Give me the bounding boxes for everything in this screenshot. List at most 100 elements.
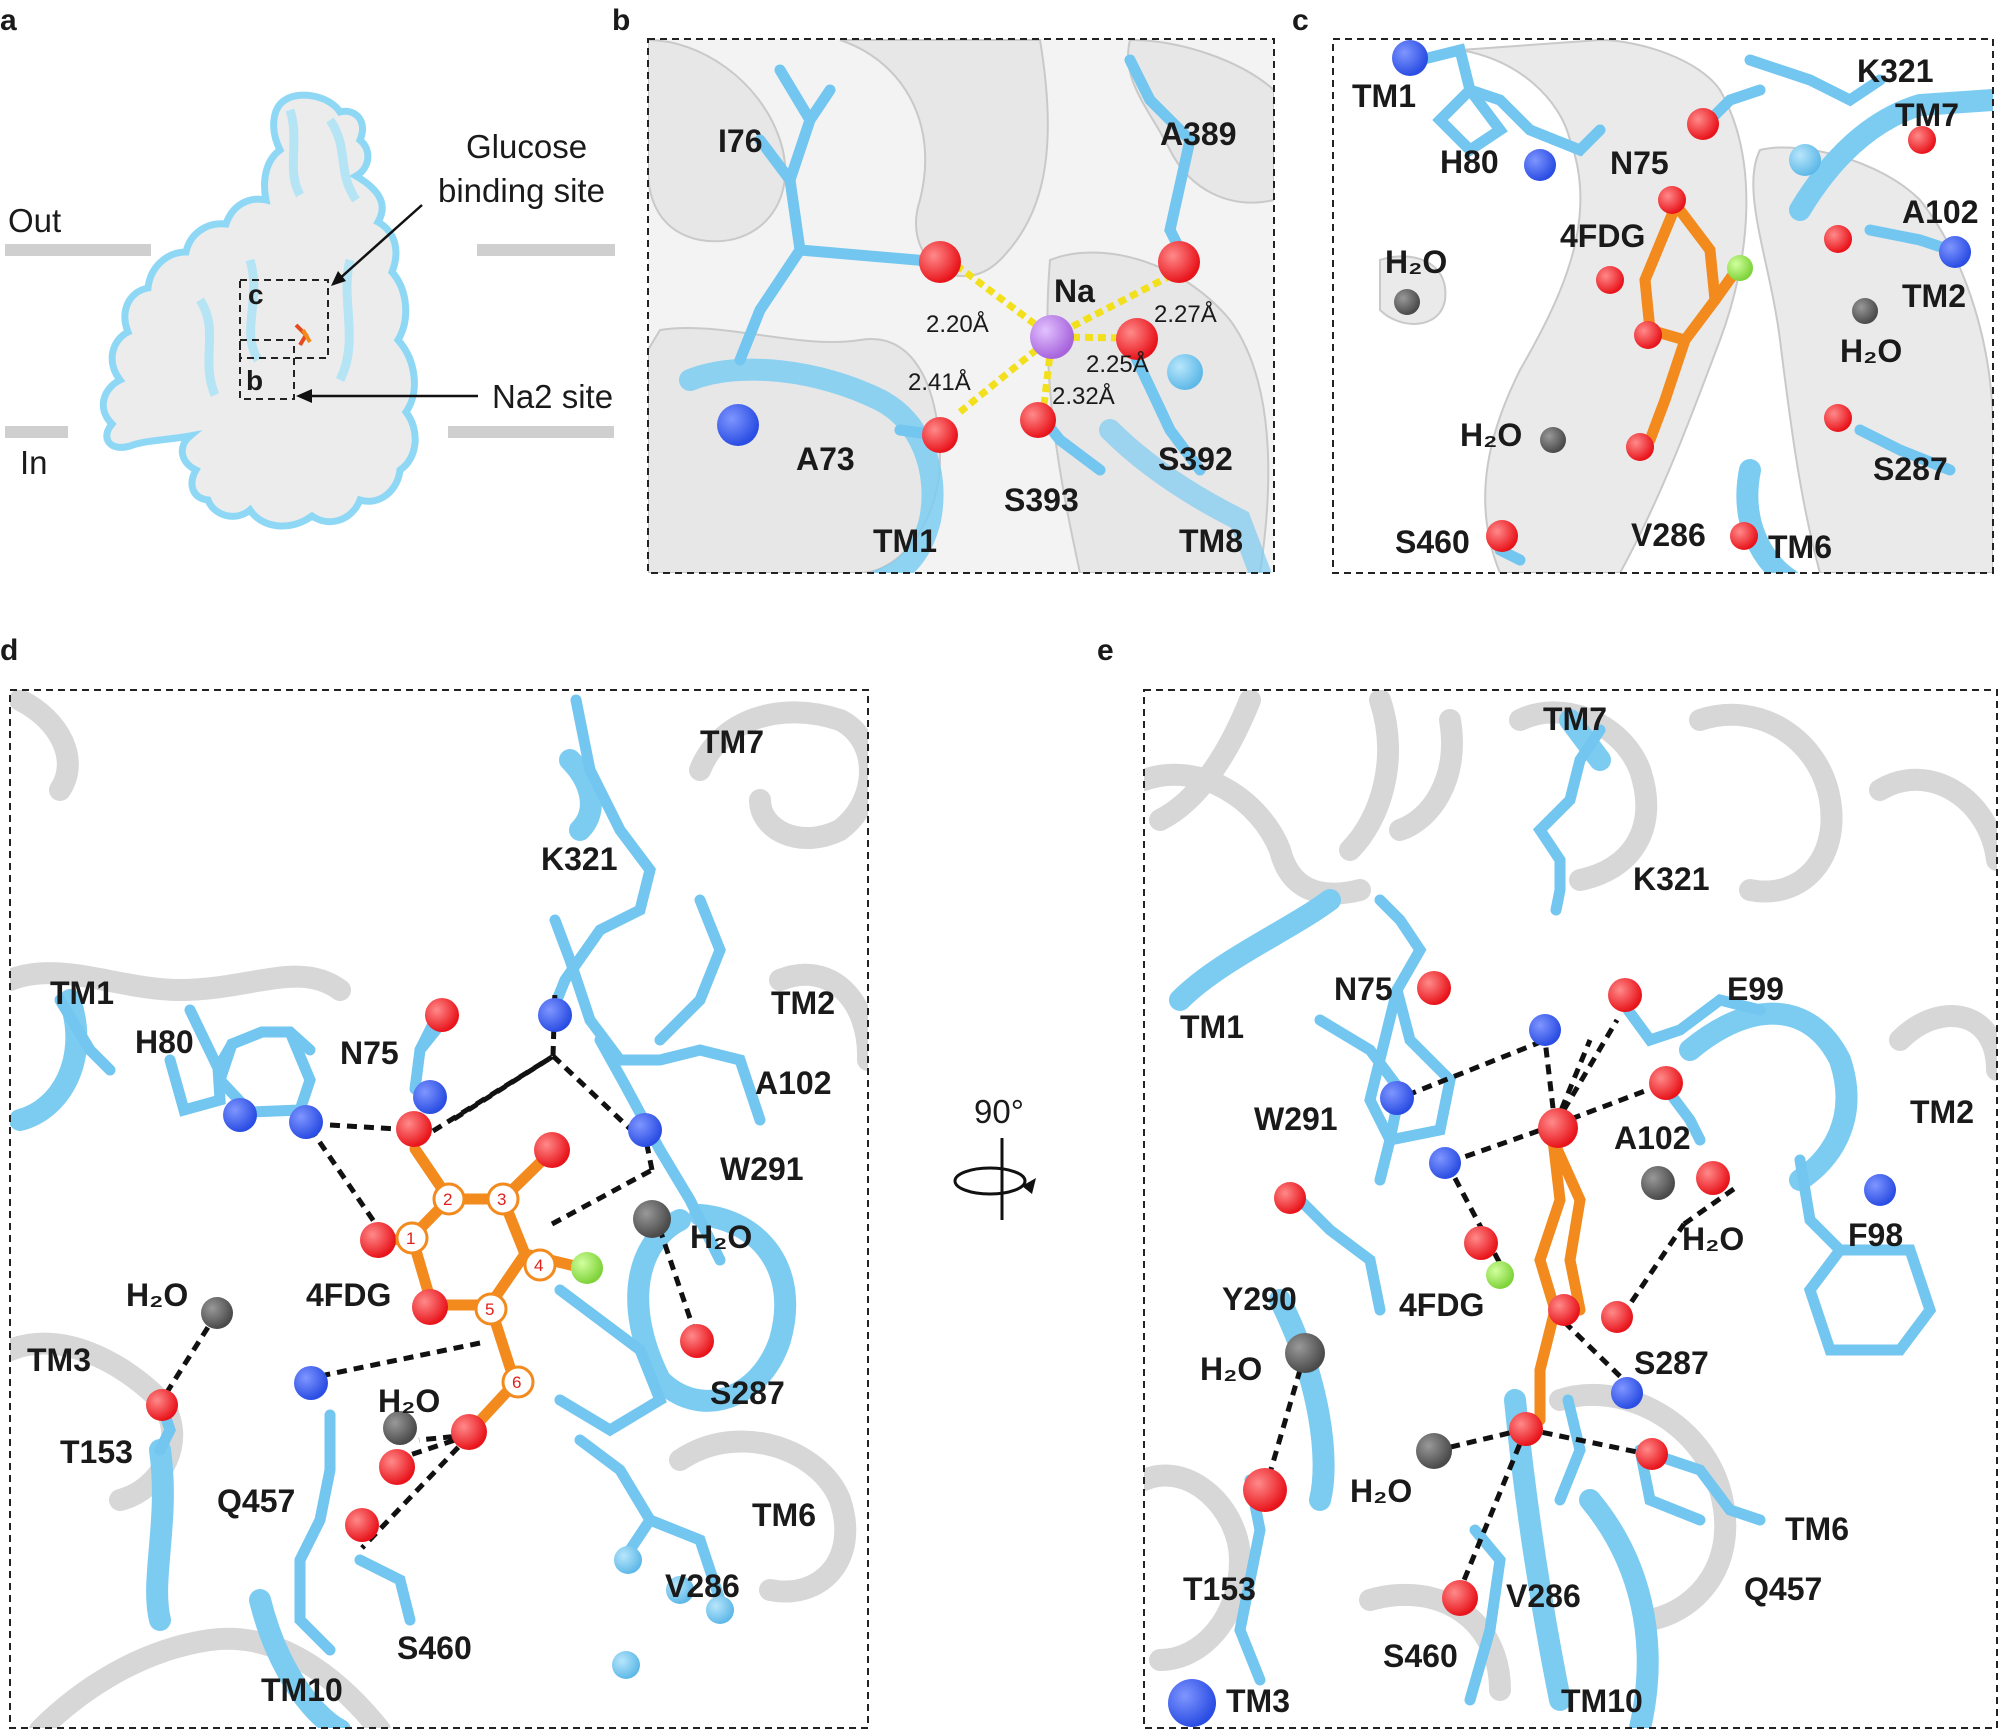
panel-b: b (612, 4, 1275, 574)
c-label-tm6: TM6 (1768, 529, 1832, 565)
e-label-q457: Q457 (1744, 1571, 1822, 1607)
box-c-label: c (248, 279, 264, 310)
c-label-s287: S287 (1873, 451, 1948, 487)
d-label-tm10: TM10 (261, 1672, 343, 1708)
d-label-s287: S287 (710, 1375, 785, 1411)
d-label-4fdg: 4FDG (306, 1277, 391, 1313)
d-label-tm1: TM1 (50, 975, 114, 1011)
b-label-i76: I76 (718, 123, 762, 159)
e-label-e99: E99 (1727, 971, 1784, 1007)
ring-num-3: 3 (497, 1190, 506, 1209)
panel-b-frame (647, 38, 1275, 574)
glucose-site-arrow (337, 204, 423, 281)
d-label-water-2: H₂O (126, 1277, 188, 1313)
panel-c-frame (1332, 38, 1994, 574)
d-label-a102: A102 (755, 1065, 832, 1101)
panel-b-letter: b (612, 4, 630, 37)
b-label-a389: A389 (1160, 116, 1237, 152)
c-label-v286: V286 (1631, 517, 1706, 553)
e-label-n75: N75 (1334, 971, 1393, 1007)
rotation-indicator: 90° (953, 1093, 1036, 1220)
e-label-4fdg: 4FDG (1399, 1287, 1484, 1323)
d-label-s460: S460 (397, 1630, 472, 1666)
out-label: Out (8, 202, 61, 239)
sodium-ion (1030, 315, 1074, 359)
panel-c-letter: c (1292, 4, 1309, 37)
d-label-v286: V286 (665, 1568, 740, 1604)
panel-a: a Out In c b Glucose binding site Na2 si… (0, 4, 615, 530)
c-label-water-2: H₂O (1840, 333, 1902, 369)
d-label-tm7: TM7 (700, 724, 764, 760)
e-label-tm2: TM2 (1910, 1094, 1974, 1130)
box-c (239, 279, 329, 359)
ring-num-6: 6 (512, 1373, 521, 1392)
b-dist-232: 2.32Å (1052, 382, 1115, 410)
e-label-water-2: H₂O (1200, 1351, 1262, 1387)
c-label-4fdg: 4FDG (1560, 218, 1645, 254)
d-label-k321: K321 (541, 841, 618, 877)
na2-site-label: Na2 site (492, 378, 613, 415)
b-dist-220: 2.20Å (926, 310, 989, 338)
d-label-w291: W291 (720, 1151, 804, 1187)
panel-d-scene (10, 690, 868, 1728)
panel-b-scene (648, 39, 1274, 573)
c-label-tm1: TM1 (1352, 78, 1416, 114)
glucose-site-label-1: Glucose (466, 128, 587, 165)
e-label-s287: S287 (1634, 1345, 1709, 1381)
e-label-tm1: TM1 (1180, 1009, 1244, 1045)
e-label-v286: V286 (1506, 1578, 1581, 1614)
c-label-water-3: H₂O (1460, 417, 1522, 453)
e-label-y290: Y290 (1222, 1281, 1297, 1317)
ring-num-1: 1 (406, 1229, 415, 1248)
panel-e-letter: e (1097, 634, 1114, 667)
b-label-na: Na (1054, 273, 1095, 309)
transporter-surface (99, 91, 419, 530)
c-label-s460: S460 (1395, 524, 1470, 560)
panel-c: c (1292, 4, 1994, 574)
e-label-a102: A102 (1614, 1120, 1691, 1156)
d-label-tm6: TM6 (752, 1497, 816, 1533)
ring-num-4: 4 (534, 1256, 543, 1275)
ring-num-5: 5 (485, 1300, 494, 1319)
b-label-tm1: TM1 (873, 523, 937, 559)
e-label-s460: S460 (1383, 1638, 1458, 1674)
e-label-tm3: TM3 (1226, 1683, 1290, 1719)
b-dist-227: 2.27Å (1154, 300, 1217, 328)
e-label-tm10: TM10 (1561, 1683, 1643, 1719)
b-label-s393: S393 (1004, 482, 1079, 518)
membrane-lines (5, 244, 615, 438)
b-label-a73: A73 (796, 441, 855, 477)
rotation-label: 90° (974, 1093, 1024, 1130)
c-label-tm7: TM7 (1895, 97, 1959, 133)
d-label-h80: H80 (135, 1024, 194, 1060)
glucose-marker (294, 323, 312, 347)
panel-a-letter: a (0, 4, 17, 37)
panel-d: d (0, 634, 869, 1729)
d-label-tm3: TM3 (27, 1342, 91, 1378)
b-label-tm8: TM8 (1179, 523, 1243, 559)
e-label-k321: K321 (1633, 861, 1710, 897)
e-label-tm7: TM7 (1543, 701, 1607, 737)
d-label-tm2: TM2 (771, 985, 835, 1021)
e-label-t153: T153 (1183, 1571, 1256, 1607)
b-dist-225: 2.25Å (1086, 350, 1149, 378)
glucose-site-label-2: binding site (438, 172, 605, 209)
panel-e-scene (1144, 690, 1997, 1728)
b-label-s392: S392 (1158, 441, 1233, 477)
c-label-tm2: TM2 (1902, 278, 1966, 314)
panel-d-letter: d (0, 634, 18, 667)
surface-texture (196, 108, 360, 397)
e-label-water-3: H₂O (1350, 1473, 1412, 1509)
b-dist-241: 2.41Å (908, 368, 971, 396)
d-label-n75: N75 (340, 1035, 399, 1071)
d-label-water-3: H₂O (378, 1383, 440, 1419)
e-label-w291: W291 (1254, 1101, 1338, 1137)
d-label-t153: T153 (60, 1434, 133, 1470)
panel-e-frame (1143, 689, 1998, 1729)
ring-num-2: 2 (443, 1190, 452, 1209)
panel-c-scene (1333, 39, 1993, 573)
e-label-tm6: TM6 (1785, 1511, 1849, 1547)
box-b (239, 339, 295, 400)
c-label-a102: A102 (1902, 194, 1979, 230)
